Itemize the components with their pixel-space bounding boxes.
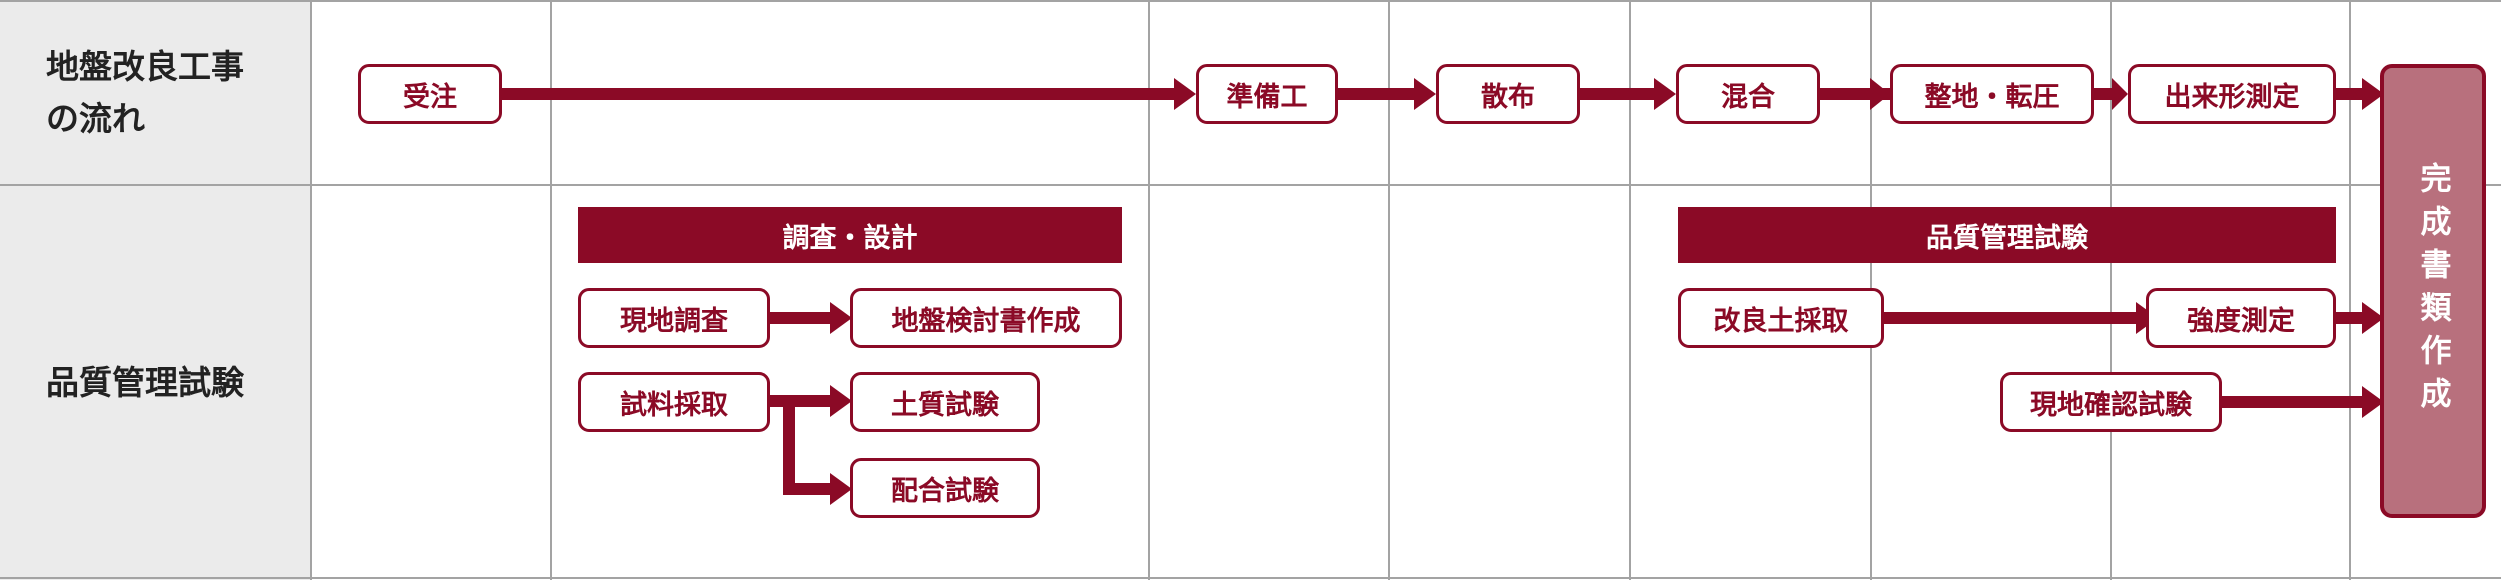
band-quality-test: 品質管理試験 <box>1678 207 2336 263</box>
arrow-shaft <box>1578 88 1656 100</box>
arrow-head <box>1414 78 1436 110</box>
grid-line <box>1388 0 1390 580</box>
step-measure: 出来形測定 <box>2128 64 2336 124</box>
grid-line <box>310 0 312 580</box>
step-mix-test: 配合試験 <box>850 458 1040 518</box>
step-grade: 整地・転圧 <box>1890 64 2094 124</box>
final-documents-label: 完成書類作成 <box>2414 162 2451 420</box>
arrow-shaft <box>500 88 1176 100</box>
step-report: 地盤検討書作成 <box>850 288 1122 348</box>
step-order: 受注 <box>358 64 502 124</box>
grid-line <box>2349 0 2351 580</box>
arrow-shaft <box>2334 88 2364 100</box>
step-strength: 強度測定 <box>2146 288 2336 348</box>
arrow-shaft <box>2220 396 2364 408</box>
arrow-shaft <box>1336 88 1416 100</box>
step-site-check: 現地確認試験 <box>2000 372 2222 432</box>
step-spread: 散布 <box>1436 64 1580 124</box>
step-mix: 混合 <box>1676 64 1820 124</box>
arrow-branch <box>783 395 795 495</box>
arrow-head <box>830 473 852 505</box>
arrow-shaft <box>783 483 833 495</box>
arrow-head <box>2362 386 2384 418</box>
arrow-shaft <box>768 395 832 407</box>
arrow-head <box>830 385 852 417</box>
arrow-head <box>1654 78 1676 110</box>
final-documents: 完成書類作成 <box>2380 64 2486 518</box>
row-header-quality: 品質管理試験 <box>0 185 310 580</box>
arrow-head <box>1174 78 1196 110</box>
arrow-shaft <box>2334 312 2364 324</box>
step-sampling: 試料採取 <box>578 372 770 432</box>
arrow-head <box>2362 302 2384 334</box>
grid-line <box>0 184 2501 186</box>
arrow-shaft <box>768 312 832 324</box>
grid-line <box>2110 0 2112 580</box>
grid-line <box>550 0 552 580</box>
arrow-head <box>1870 78 1890 110</box>
band-survey-design: 調査・設計 <box>578 207 1122 263</box>
step-soil-test: 土質試験 <box>850 372 1040 432</box>
step-site-survey: 現地調査 <box>578 288 770 348</box>
grid-line <box>0 0 2501 2</box>
row-header-flow: 地盤改良工事 の流れ <box>0 0 310 185</box>
arrow-head <box>2362 78 2384 110</box>
arrow-head <box>830 302 852 334</box>
step-improved-sampling: 改良土採取 <box>1678 288 1884 348</box>
arrow-head <box>2112 78 2128 110</box>
grid-line <box>1629 0 1631 580</box>
grid-line <box>1148 0 1150 580</box>
grid-line <box>0 577 2501 579</box>
step-prep: 準備工 <box>1196 64 1338 124</box>
arrow-shaft <box>1882 312 2140 324</box>
